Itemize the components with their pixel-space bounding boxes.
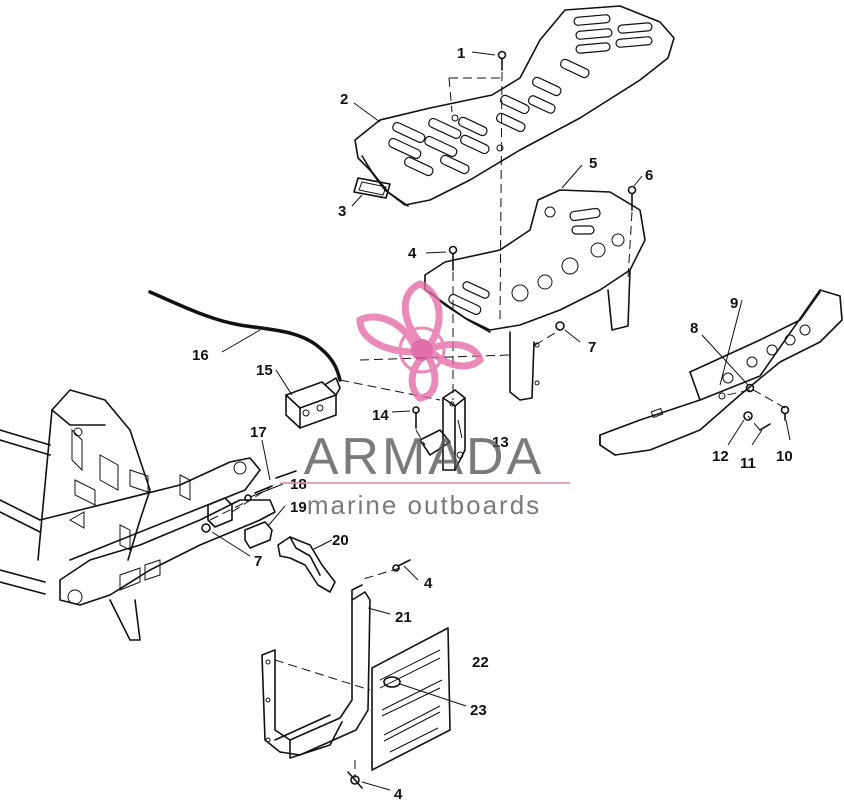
watermark-tagline: marine outboards: [307, 490, 541, 520]
front-bumper: [599, 289, 843, 456]
rack-slots: [388, 14, 653, 177]
tail-light: [285, 377, 341, 429]
callout-12: 12: [712, 448, 729, 465]
watermark-rule: [280, 482, 570, 484]
callout-4-lower: 4: [394, 786, 403, 800]
flap-texture: [379, 649, 443, 753]
hitch-bracket: [201, 470, 297, 549]
callout-23: 23: [470, 702, 487, 719]
callout-11: 11: [740, 455, 756, 472]
wire-harness: [148, 290, 342, 382]
callout-7-lower: 7: [254, 553, 262, 570]
callout-2: 2: [340, 91, 348, 108]
callout-6: 6: [645, 167, 653, 184]
callout-14: 14: [372, 407, 389, 424]
callout-7-upper: 7: [588, 339, 596, 356]
assembly-lines: [209, 71, 786, 778]
armada-logo-icon: [356, 280, 484, 402]
support-bar-20: [277, 536, 336, 593]
watermark-brand: ARMADA: [304, 428, 544, 486]
callout-10: 10: [776, 448, 793, 465]
callout-4-upper: 4: [408, 245, 417, 262]
mount-bracket-13: [419, 389, 466, 471]
screw-6: [627, 185, 637, 211]
watermark: ARMADA marine outboards: [280, 280, 570, 520]
callout-8: 8: [690, 320, 698, 337]
callout-20: 20: [332, 532, 349, 549]
callout-18: 18: [290, 476, 307, 493]
callout-9: 9: [730, 295, 738, 312]
callout-16: 16: [192, 347, 209, 364]
u-frame-21: [261, 584, 371, 759]
callout-15: 15: [256, 362, 273, 379]
callout-1: 1: [457, 45, 465, 62]
callout-13: 13: [492, 434, 509, 451]
screw-14: [412, 406, 420, 429]
callout-5: 5: [589, 155, 597, 172]
callout-19: 19: [290, 499, 307, 516]
vehicle-chassis: [0, 389, 276, 641]
callout-22: 22: [472, 654, 489, 671]
callout-17: 17: [250, 424, 267, 441]
mud-flap-22: [371, 627, 451, 771]
nut-7-upper: [555, 321, 565, 331]
hardware-8-10-11-12: [743, 383, 790, 431]
callout-4-middle: 4: [424, 575, 433, 592]
screw-1: [497, 50, 507, 71]
leader-lines: [211, 51, 791, 791]
callout-numbers: 1 2 3 4 5 6 7 8 9 10 11 12 13 14 15 16 1…: [192, 45, 793, 800]
upper-rack-panel: [354, 5, 675, 207]
screw-4-upper: [448, 245, 458, 271]
callout-3: 3: [338, 203, 346, 220]
reflector: [353, 177, 391, 199]
callout-21: 21: [395, 609, 412, 626]
